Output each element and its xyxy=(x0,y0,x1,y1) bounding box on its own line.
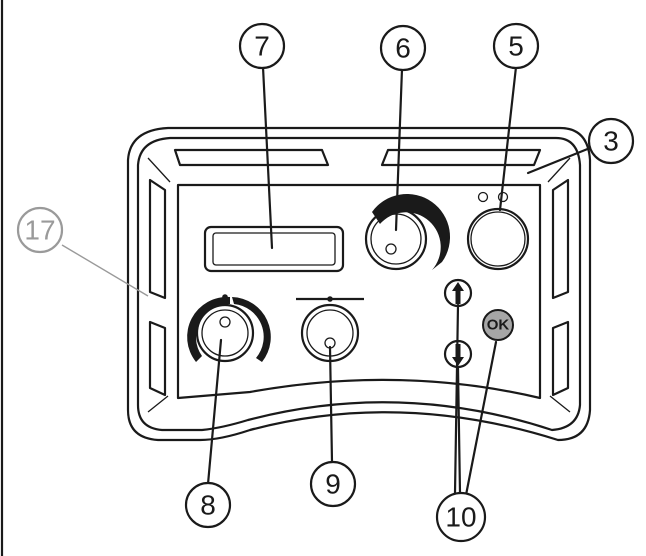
knob-8-marker xyxy=(222,294,228,300)
svg-text:7: 7 xyxy=(254,31,270,62)
knob-6[interactable] xyxy=(364,193,451,271)
svg-text:17: 17 xyxy=(24,215,55,246)
callout-8: 8 xyxy=(184,481,232,529)
ok-button-label: OK xyxy=(487,317,510,334)
svg-text:8: 8 xyxy=(200,490,216,521)
bevel-br xyxy=(549,395,571,413)
front-panel xyxy=(176,183,542,400)
callout-3: 3 xyxy=(587,117,635,165)
ok-button[interactable]: OK xyxy=(482,309,514,341)
leader-5 xyxy=(498,65,518,212)
svg-text:9: 9 xyxy=(325,469,341,500)
leader-10-ok xyxy=(464,340,498,497)
bevel-bl xyxy=(147,395,169,413)
callout-7: 7 xyxy=(238,22,286,70)
svg-text:5: 5 xyxy=(508,31,524,62)
callout-9: 9 xyxy=(309,460,357,508)
knob-6-scale-arc xyxy=(372,193,451,270)
knob-5[interactable] xyxy=(466,207,530,271)
svg-text:3: 3 xyxy=(603,126,619,157)
up-arrow-icon xyxy=(452,282,464,304)
callout-5: 5 xyxy=(492,22,540,70)
svg-text:6: 6 xyxy=(395,33,411,64)
callout-17: 17 xyxy=(16,206,64,254)
leader-17 xyxy=(61,244,149,297)
callout-6: 6 xyxy=(379,24,427,72)
led-left xyxy=(477,191,489,203)
svg-text:10: 10 xyxy=(445,502,476,533)
housing-outer xyxy=(126,126,592,442)
leader-3 xyxy=(526,146,592,175)
knob-8-scale-left xyxy=(187,296,230,362)
led-right xyxy=(497,191,509,203)
knob-8-scale-right xyxy=(232,297,271,362)
leader-8 xyxy=(206,338,223,486)
knob-9[interactable] xyxy=(296,296,364,363)
display-screen xyxy=(212,232,336,266)
side-vent-right-bottom xyxy=(551,320,570,397)
callout-10: 10 xyxy=(435,491,487,543)
knob-9-marker xyxy=(327,296,333,302)
side-vent-right-top xyxy=(551,178,570,300)
side-vent-left-top xyxy=(148,178,167,300)
leader-9 xyxy=(328,345,334,464)
leader-7 xyxy=(261,65,274,250)
bevel-tr xyxy=(547,157,571,183)
up-arrow-button[interactable] xyxy=(443,278,473,308)
top-vent-right xyxy=(380,148,542,167)
front-panel-lip xyxy=(177,379,541,399)
top-vent-left xyxy=(173,148,330,167)
leader-6 xyxy=(394,67,404,232)
knob-8[interactable] xyxy=(187,294,271,363)
bevel-tl xyxy=(147,157,171,183)
display-window xyxy=(203,225,345,273)
leader-10-up xyxy=(453,303,460,495)
housing-inner xyxy=(136,136,582,432)
side-vent-left-bottom xyxy=(148,320,167,397)
leader-10-down xyxy=(456,366,462,495)
